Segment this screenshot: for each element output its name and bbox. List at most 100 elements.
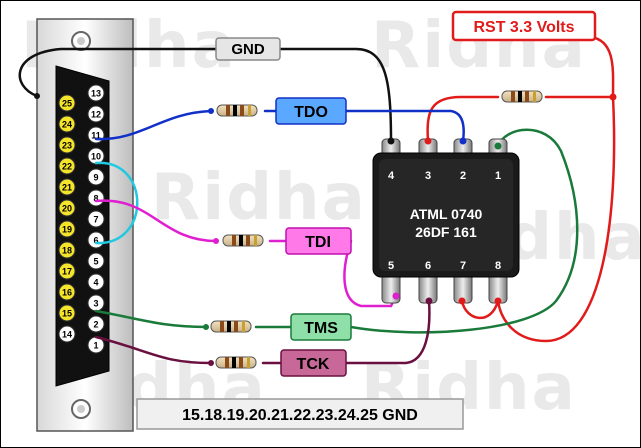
connector-pin-12: 12 bbox=[87, 105, 105, 123]
connector-pin-6: 6 bbox=[87, 231, 105, 249]
tck-label: TCK bbox=[280, 349, 347, 377]
connector-pin-label: 10 bbox=[91, 152, 101, 162]
connector-pin-label: 18 bbox=[62, 246, 72, 256]
rst-wire bbox=[496, 95, 616, 343]
chip-pin-number: 7 bbox=[460, 260, 466, 272]
tdo-wire bbox=[94, 109, 213, 141]
svg-text:15.18.19.20.21.22.23.24.25 GND: 15.18.19.20.21.22.23.24.25 GND bbox=[182, 407, 418, 424]
connector-pin-25: 25 bbox=[58, 94, 76, 112]
gnd-label: GND bbox=[215, 37, 281, 61]
svg-text:GND: GND bbox=[231, 41, 265, 58]
gnd-wire-chip bbox=[279, 47, 393, 143]
connector-pin-label: 4 bbox=[93, 278, 98, 288]
chip-face bbox=[379, 159, 513, 271]
resistors bbox=[210, 90, 543, 369]
connector-pin-label: 24 bbox=[62, 120, 72, 130]
connector-bottom-row: 25 24 23 22 21 20 19 18 17 16 15 14 bbox=[58, 94, 76, 343]
svg-text:TCK: TCK bbox=[297, 356, 330, 373]
connector-pin-22: 22 bbox=[58, 157, 76, 175]
chip-pin-number: 3 bbox=[425, 170, 431, 182]
connector-pin-label: 7 bbox=[93, 215, 98, 225]
mount-hole-center bbox=[77, 405, 85, 413]
connector-pin-11: 11 bbox=[87, 126, 105, 144]
mount-hole-center bbox=[77, 37, 85, 45]
loopback-wire bbox=[94, 161, 139, 245]
connector-pin-20: 20 bbox=[58, 199, 76, 217]
connector-pin-label: 14 bbox=[62, 330, 72, 340]
connector-pin-label: 6 bbox=[93, 236, 98, 246]
tdo-label: TDO bbox=[275, 97, 347, 125]
connector-pin-label: 13 bbox=[91, 89, 101, 99]
connector-pin-label: 20 bbox=[62, 204, 72, 214]
connector-pin-label: 2 bbox=[93, 320, 98, 330]
svg-text:TMS: TMS bbox=[304, 320, 338, 337]
connector-pin-label: 5 bbox=[93, 257, 98, 267]
tms-wire-chip bbox=[349, 128, 579, 334]
connector-pin-label: 21 bbox=[62, 183, 72, 193]
gnd-wire bbox=[18, 47, 218, 98]
chip-pin-number: 2 bbox=[460, 170, 466, 182]
connector-pin-label: 16 bbox=[62, 288, 72, 298]
svg-text:TDI: TDI bbox=[305, 234, 331, 251]
connector-pin-3: 3 bbox=[87, 294, 105, 312]
resistor-tdi bbox=[222, 234, 264, 247]
tck-wire bbox=[94, 335, 213, 365]
connector-pin-5: 5 bbox=[87, 252, 105, 270]
connector-pin-label: 25 bbox=[62, 99, 72, 109]
tdi-wire bbox=[94, 199, 218, 243]
svg-text:TDO: TDO bbox=[294, 104, 328, 121]
resistor-rst bbox=[501, 90, 543, 103]
connector-pin-label: 9 bbox=[93, 173, 98, 183]
flash-chip: ATML 0740 26DF 161 4 5 3 6 2 7 1 8 bbox=[372, 138, 520, 304]
rst-wire bbox=[426, 95, 500, 143]
wire-endpoints bbox=[34, 93, 617, 366]
connector-pin-13: 13 bbox=[87, 84, 105, 102]
connector-pin-label: 15 bbox=[62, 309, 72, 319]
connector-pin-label: 17 bbox=[62, 267, 72, 277]
connector-pin-18: 18 bbox=[58, 241, 76, 259]
chip-marking-line1: ATML 0740 bbox=[410, 206, 483, 222]
connector-pin-2: 2 bbox=[87, 315, 105, 333]
connector-pin-label: 11 bbox=[91, 131, 101, 141]
connector-pin-14: 14 bbox=[58, 325, 76, 343]
connector-pin-16: 16 bbox=[58, 283, 76, 301]
tdo-wire-chip bbox=[344, 109, 465, 143]
rst-wire-short bbox=[460, 299, 500, 320]
connector-pin-4: 4 bbox=[87, 273, 105, 291]
connector-pin-label: 23 bbox=[62, 141, 72, 151]
chip-marking-line2: 26DF 161 bbox=[415, 224, 477, 240]
connector-pin-label: 22 bbox=[62, 162, 72, 172]
connector-pin-23: 23 bbox=[58, 136, 76, 154]
connector-pin-24: 24 bbox=[58, 115, 76, 133]
connector-pin-label: 3 bbox=[93, 299, 98, 309]
chip-pin-number: 4 bbox=[388, 170, 395, 182]
rst-wire bbox=[523, 35, 615, 99]
connector-pin-19: 19 bbox=[58, 220, 76, 238]
watermark: Ridha bbox=[151, 161, 367, 235]
connector-pin-21: 21 bbox=[58, 178, 76, 196]
rst-label: RST 3.3 Volts bbox=[451, 10, 597, 42]
chip-pin-number: 8 bbox=[495, 260, 501, 272]
connector-pin-label: 19 bbox=[62, 225, 72, 235]
connector-pin-10: 10 bbox=[87, 147, 105, 165]
chip-pin-number: 1 bbox=[495, 170, 501, 182]
connector-pin-9: 9 bbox=[87, 168, 105, 186]
connector-pin-label: 8 bbox=[93, 194, 98, 204]
footer-label: 15.18.19.20.21.22.23.24.25 GND bbox=[136, 398, 464, 430]
resistor-tck bbox=[215, 356, 257, 369]
svg-text:RST 3.3 Volts: RST 3.3 Volts bbox=[473, 19, 574, 36]
connector-pin-15: 15 bbox=[58, 304, 76, 322]
connector-pin-label: 1 bbox=[93, 341, 98, 351]
tdi-label: TDI bbox=[285, 227, 352, 255]
tck-wire-chip bbox=[344, 299, 431, 365]
tms-wire bbox=[94, 309, 208, 329]
chip-pin-number: 6 bbox=[425, 260, 431, 272]
chip-pin-number: 5 bbox=[388, 260, 394, 272]
resistor-tms bbox=[210, 320, 252, 333]
connector-pin-8: 8 bbox=[87, 189, 105, 207]
resistor-tdo bbox=[216, 104, 258, 117]
connector-pin-7: 7 bbox=[87, 210, 105, 228]
connector-pin-17: 17 bbox=[58, 262, 76, 280]
connector-pin-label: 12 bbox=[91, 110, 101, 120]
